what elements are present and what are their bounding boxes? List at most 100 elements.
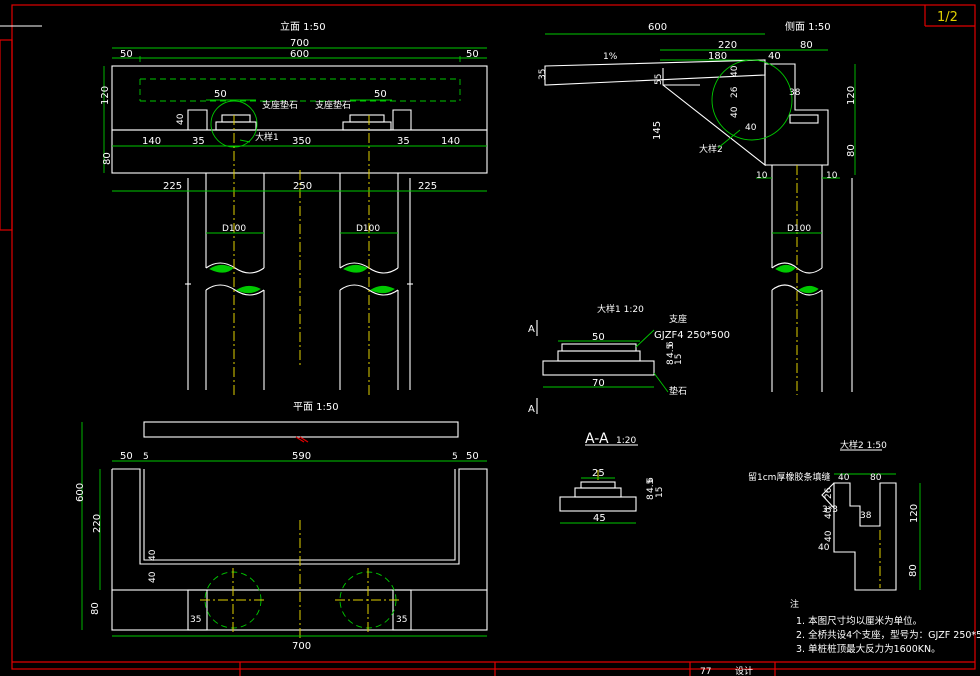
- dim-label: 220: [92, 514, 103, 533]
- deck-plan-strip: [143, 421, 459, 438]
- dim-label: 38: [860, 511, 872, 521]
- front-view: 立面 1:50 支座垫石 支座垫石 大样1: [100, 20, 488, 395]
- dim-label: 26: [730, 86, 740, 98]
- dim-label: 55: [654, 74, 664, 85]
- dim-label: 15: [674, 354, 684, 365]
- cap-beam: [111, 65, 488, 131]
- bearing-label: 支座: [669, 313, 687, 325]
- dim-label: 40: [824, 507, 834, 519]
- dim-label: 5: [143, 452, 149, 462]
- plan-view-title: 平面 1:50: [293, 402, 339, 413]
- dim-label: 50: [120, 451, 133, 462]
- dim-label: 50: [466, 451, 479, 462]
- dim-label: 80: [846, 144, 857, 157]
- section-aa-title: A-A: [585, 431, 609, 447]
- dim-label: 80: [908, 564, 919, 577]
- dim-label: 220: [718, 40, 737, 51]
- dim-label: 6: [646, 477, 656, 483]
- dim-label: 40: [838, 473, 850, 483]
- dim-label: D100: [787, 224, 811, 234]
- dim-label: 40: [730, 65, 740, 77]
- dim-label: 120: [100, 86, 111, 105]
- dim-label: 80: [870, 473, 882, 483]
- title-block-cell: 77: [700, 667, 711, 676]
- bearing-label: 垫石: [669, 385, 687, 397]
- dim-label: 80: [800, 40, 813, 51]
- dim-label: 140: [441, 136, 460, 147]
- note-item: 3. 单桩桩顶最大反力为1600KN。: [796, 643, 941, 655]
- detail2-callout-circle: [711, 59, 793, 141]
- note-item: 2. 全桥共设4个支座，型号为：GJZF 250*500: [796, 629, 980, 641]
- front-view-title: 立面 1:50: [280, 20, 326, 33]
- dim-label: 50: [466, 49, 479, 60]
- section-aa-scale: 1:20: [616, 436, 636, 446]
- dim-label: 600: [648, 22, 667, 33]
- dim-label: 50: [120, 49, 133, 60]
- detail1-title: 大样1 1:20: [597, 303, 644, 315]
- dim-label: 4.5: [646, 479, 656, 493]
- dim-label: 140: [142, 136, 161, 147]
- plan-view: 平面 1:50 50 5 590 5 50 600 220 40 40 80 3…: [75, 402, 488, 652]
- dim-label: 35: [396, 615, 407, 625]
- bearing-spec: GJZF4 250*500: [654, 330, 730, 341]
- dim-label: 40: [148, 549, 158, 561]
- left-margin-strip: [0, 39, 13, 231]
- dim-label: 25: [592, 468, 605, 479]
- dim-label: 5: [452, 452, 458, 462]
- bearing-label: 支座垫石: [262, 99, 298, 111]
- side-view-title: 侧面 1:50: [785, 20, 831, 33]
- dim-label: 590: [292, 451, 311, 462]
- dim-label: 600: [290, 49, 309, 60]
- bearing-label: 支座垫石: [315, 99, 351, 111]
- dim-label: 26: [824, 487, 834, 499]
- dim-label: 1%: [603, 52, 618, 62]
- dim-label: 15: [655, 487, 665, 498]
- dim-label: 145: [652, 121, 663, 140]
- detail2-title: 大样2 1:50: [840, 439, 887, 451]
- dim-label: D100: [222, 224, 246, 234]
- detail2-note: 留1cm厚橡胶条填缝: [748, 471, 830, 483]
- cap-section: [764, 63, 829, 166]
- dim-label: 120: [909, 504, 920, 523]
- dim-label: 40: [730, 106, 740, 118]
- dim-label: 600: [75, 483, 86, 502]
- dim-label: D100: [356, 224, 380, 234]
- dim-label: 80: [90, 602, 101, 615]
- dim-label: 35: [192, 136, 205, 147]
- dim-label: 50: [374, 89, 387, 100]
- dim-label: 40: [745, 123, 757, 133]
- detail2-view: 大样2 1:50 留1cm厚橡胶条填缝 40 80 26 40 40 3*3 3…: [748, 439, 921, 591]
- dim-label: 180: [708, 51, 727, 62]
- side-view: 侧面 1:50 600 220 80 180 40 1% 35 大样2 145 …: [538, 20, 857, 395]
- section-mark: A: [528, 404, 535, 415]
- dim-label: 3*3: [822, 505, 838, 515]
- detail1-view: 大样1 1:20 A A 50 70 GJZF4 250*500 支座 垫石 8…: [528, 303, 730, 415]
- dim-label: 35: [538, 69, 548, 80]
- title-block-cell: 设计: [735, 665, 753, 676]
- dim-label: 350: [292, 136, 311, 147]
- dim-label: 40: [176, 113, 186, 125]
- dim-label: 225: [163, 181, 182, 192]
- notes-heading: 注: [790, 598, 799, 610]
- dim-label: 50: [592, 332, 605, 343]
- dim-label: 40: [818, 543, 830, 553]
- dim-label: 225: [418, 181, 437, 192]
- dim-label: 8: [646, 494, 656, 500]
- detail1-label: 大样1: [255, 131, 279, 143]
- dim-label: 40: [148, 571, 158, 583]
- bearing-pad-left: [215, 121, 257, 131]
- detail1-base: [542, 360, 655, 376]
- dim-label: 10: [756, 171, 768, 181]
- dim-label: 35: [397, 136, 410, 147]
- section-mark: A: [528, 324, 535, 335]
- sheet-border: [11, 4, 976, 670]
- sheet-number: 1/2: [937, 10, 958, 25]
- detail2-outline: [833, 482, 897, 591]
- detail2-label: 大样2: [699, 143, 723, 155]
- section-aa-base: [559, 496, 637, 512]
- dim-label: 120: [846, 86, 857, 105]
- dim-label: 45: [593, 513, 606, 524]
- bearing-pad-right: [342, 121, 392, 131]
- dim-label: 80: [102, 152, 113, 165]
